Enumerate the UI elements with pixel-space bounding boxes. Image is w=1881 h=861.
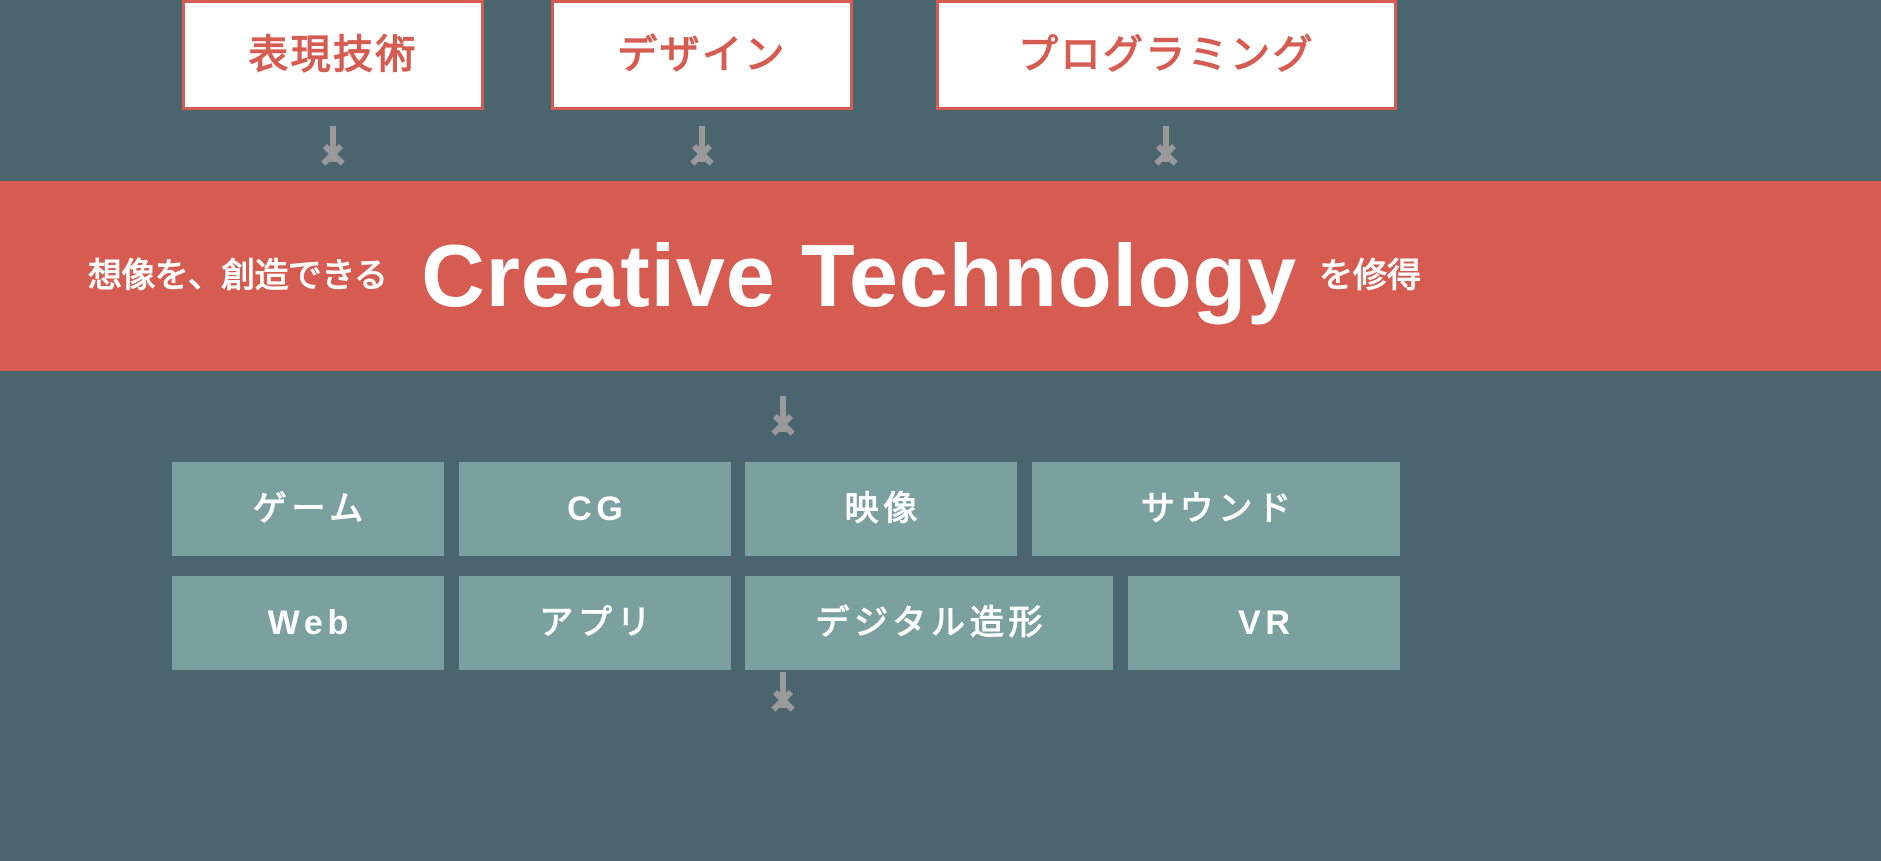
arrow-stem (780, 672, 786, 708)
skill-box-programming[interactable]: プログラミング (936, 0, 1397, 110)
arrow-head (770, 692, 796, 718)
field-box-digital-modeling[interactable]: デジタル造形 (745, 576, 1113, 670)
field-row: ゲーム CG 映像 サウンド (0, 462, 1881, 556)
field-box-sound[interactable]: サウンド (1032, 462, 1400, 556)
field-box-game[interactable]: ゲーム (172, 462, 444, 556)
arrow-stem (330, 126, 336, 162)
field-box-vr[interactable]: VR (1128, 576, 1400, 670)
field-box-web[interactable]: Web (172, 576, 444, 670)
arrow-stem (699, 126, 705, 162)
arrow-head (1153, 146, 1179, 172)
arrow-head (770, 416, 796, 442)
banner-main-title: Creative Technology (421, 226, 1297, 325)
field-row: Web アプリ デジタル造形 VR (0, 576, 1881, 670)
field-box-label: CG (567, 490, 628, 528)
field-box-label: デジタル造形 (815, 604, 1048, 642)
field-box-label: VR (1237, 604, 1295, 642)
field-box-label: 映像 (844, 490, 923, 528)
skill-box-label: 表現技術 (248, 33, 418, 77)
field-box-cg[interactable]: CG (459, 462, 731, 556)
arrow-down-icon (685, 126, 719, 172)
field-box-app[interactable]: アプリ (459, 576, 731, 670)
field-box-label: Web (267, 604, 354, 642)
skill-box-expression-technology[interactable]: 表現技術 (182, 0, 484, 110)
arrow-down-icon (1149, 126, 1183, 172)
arrow-down-icon (316, 126, 350, 172)
arrow-head (320, 146, 346, 172)
output-fields-grid: ゲーム CG 映像 サウンド Web アプリ デジタル造形 VR (0, 462, 1881, 692)
skill-box-label: デザイン (617, 33, 787, 77)
banner-lead-text: 想像を、創造できる (88, 257, 388, 295)
banner-tail-text: を修得 (1318, 257, 1421, 295)
arrow-head (689, 146, 715, 172)
skill-box-label: プログラミング (1018, 33, 1315, 77)
arrow-stem (780, 396, 786, 432)
field-box-label: ゲーム (252, 490, 368, 528)
creative-technology-banner: 想像を、創造できる Creative Technology を修得 (0, 181, 1881, 371)
arrow-down-icon (766, 396, 800, 442)
skill-box-design[interactable]: デザイン (551, 0, 853, 110)
input-skills-row: 表現技術 デザイン プログラミング (0, 0, 1881, 110)
field-box-video[interactable]: 映像 (745, 462, 1017, 556)
arrow-down-icon (766, 672, 800, 718)
field-box-label: サウンド (1140, 490, 1296, 528)
field-box-label: アプリ (539, 604, 656, 642)
arrow-stem (1163, 126, 1169, 162)
